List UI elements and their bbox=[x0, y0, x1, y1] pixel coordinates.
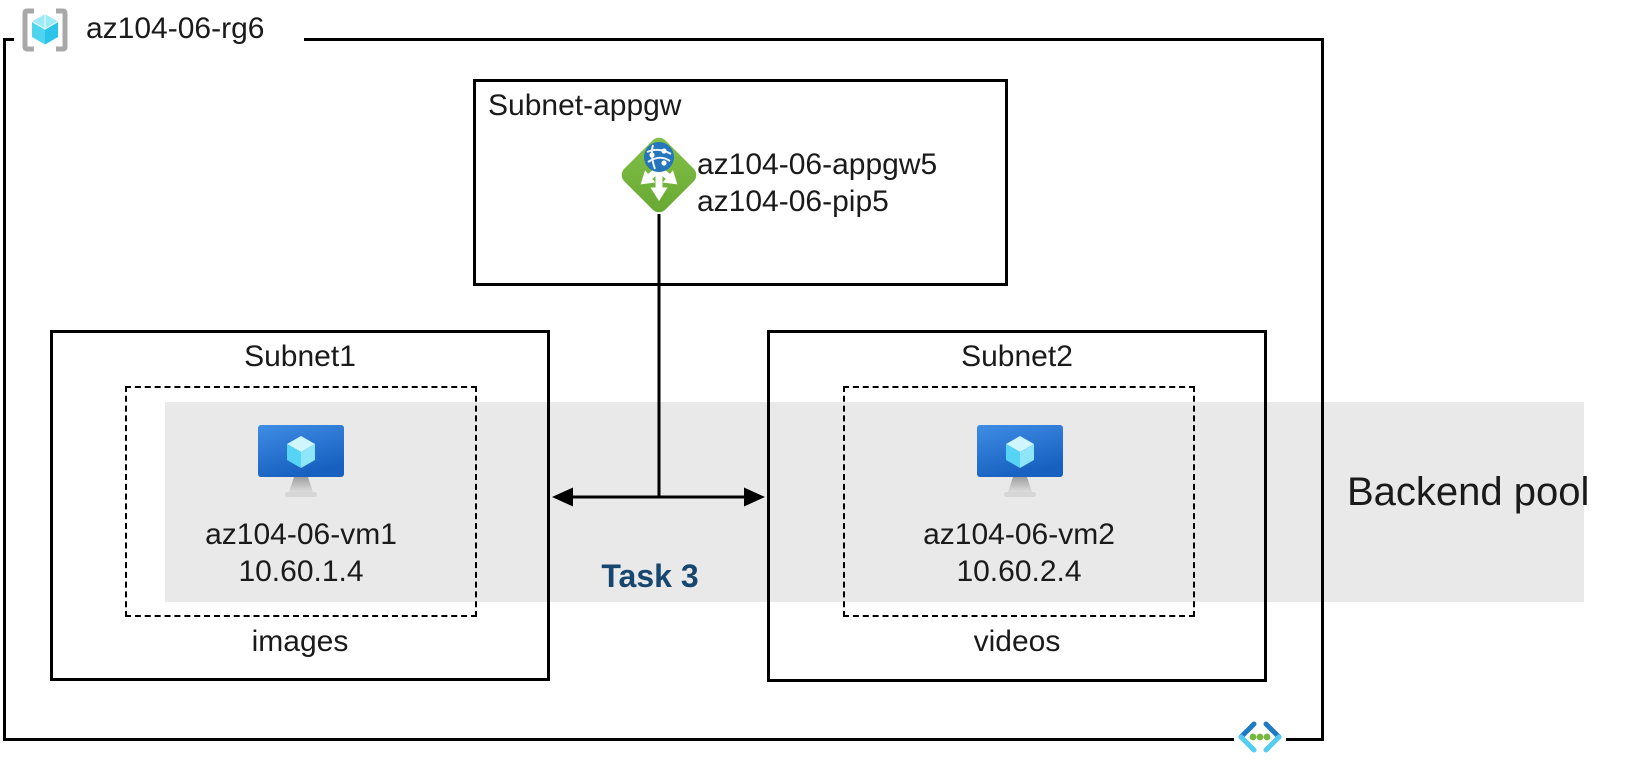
vm1-ip: 10.60.1.4 bbox=[238, 555, 364, 588]
vm2-icon bbox=[975, 423, 1065, 501]
resource-group-icon bbox=[19, 7, 71, 53]
subnet2-box: Subnet2 az104-06-vm2 10.60.2.4 videos bbox=[767, 330, 1267, 682]
vm1-name: az104-06-vm1 bbox=[205, 518, 397, 551]
virtual-network-icon bbox=[1234, 719, 1286, 755]
pip-name: az104-06-pip5 bbox=[697, 185, 889, 218]
vm2-ip: 10.60.2.4 bbox=[956, 555, 1082, 588]
task-label: Task 3 bbox=[601, 558, 699, 594]
vm2-name: az104-06-vm2 bbox=[923, 518, 1115, 551]
subnet1-title: Subnet1 bbox=[244, 340, 356, 373]
subnet1-vm-group: az104-06-vm1 10.60.1.4 bbox=[125, 386, 477, 617]
appgw-names: az104-06-appgw5 az104-06-pip5 bbox=[697, 146, 937, 220]
resource-group-name: az104-06-rg6 bbox=[86, 12, 265, 45]
appgw-name: az104-06-appgw5 bbox=[697, 148, 938, 181]
resource-group-header-gap bbox=[14, 36, 304, 44]
backend-pool-band bbox=[165, 402, 1584, 602]
vm1-text: az104-06-vm1 10.60.1.4 bbox=[127, 516, 475, 590]
subnet2-title: Subnet2 bbox=[961, 340, 1073, 373]
subnet1-box: Subnet1 az104-06-vm1 10.60.1.4 images bbox=[50, 330, 550, 681]
subnet2-caption: videos bbox=[973, 625, 1061, 658]
subnet1-caption: images bbox=[251, 625, 349, 658]
resource-group-box bbox=[3, 38, 1324, 741]
subnet-appgw-box: Subnet-appgw bbox=[473, 79, 1008, 286]
subnet2-vm-group: az104-06-vm2 10.60.2.4 bbox=[843, 386, 1195, 617]
application-gateway-icon bbox=[617, 133, 701, 217]
vm1-icon bbox=[256, 423, 346, 501]
vm2-text: az104-06-vm2 10.60.2.4 bbox=[845, 516, 1193, 590]
subnet-appgw-label: Subnet-appgw bbox=[488, 89, 682, 122]
backend-pool-label: Backend pool bbox=[1347, 470, 1590, 514]
